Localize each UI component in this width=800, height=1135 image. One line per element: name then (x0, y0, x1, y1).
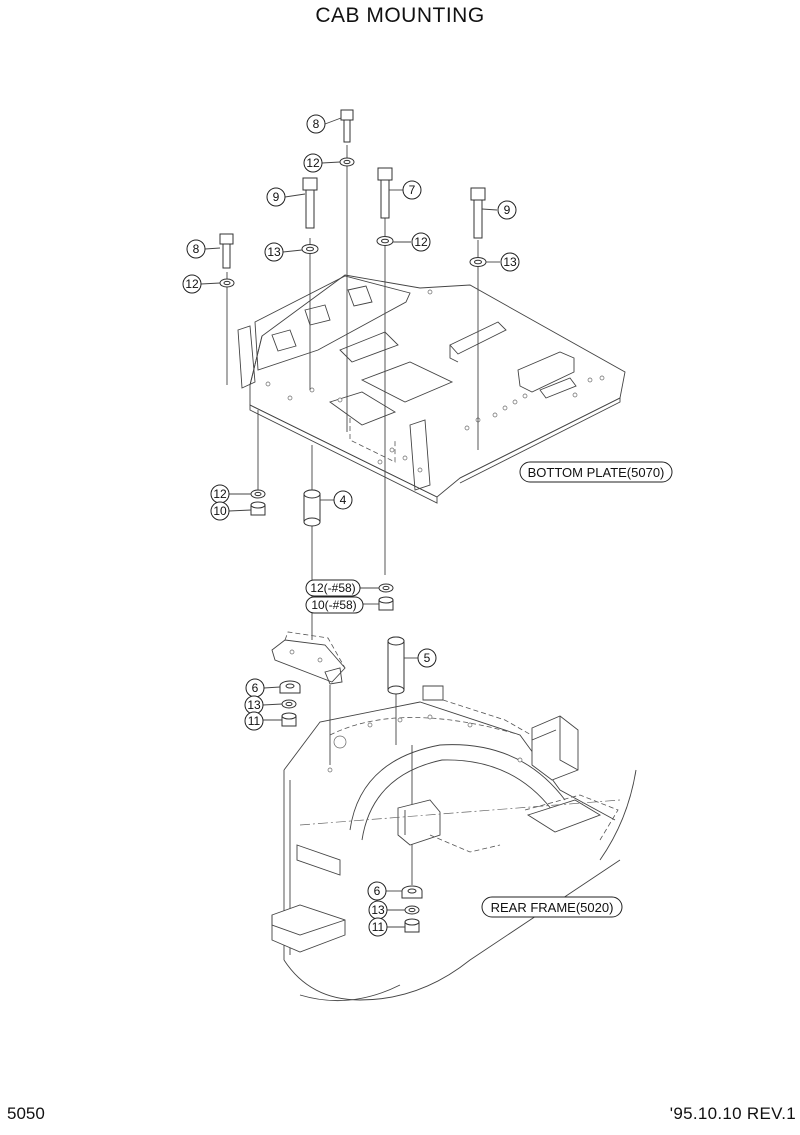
callout-6-right: 6 (367, 881, 387, 901)
callout-12-top: 12 (303, 153, 323, 173)
svg-text:9: 9 (273, 190, 280, 204)
bolt-7 (377, 167, 393, 219)
svg-text:12: 12 (306, 156, 320, 170)
callout-12-mid: 12 (210, 484, 230, 504)
callout-12-center: 12 (411, 232, 431, 252)
svg-text:7: 7 (409, 183, 416, 197)
rear-frame-label: REAR FRAME(5020) (481, 896, 623, 918)
svg-text:11: 11 (372, 920, 385, 934)
washer-nut-left (250, 489, 266, 516)
callout-6-left: 6 (245, 678, 265, 698)
spacer-4 (303, 489, 321, 527)
bolt-9-left (302, 177, 318, 229)
bottom-plate-label: BOTTOM PLATE(5070) (519, 461, 673, 483)
rear-frame (271, 685, 637, 1002)
svg-text:13: 13 (247, 698, 261, 712)
bolt-9-right (470, 187, 486, 239)
callout-13-top-left: 13 (264, 242, 284, 262)
svg-text:12: 12 (414, 235, 428, 249)
svg-text:8: 8 (193, 242, 200, 256)
spacer-5 (387, 636, 405, 695)
callout-12-left: 12 (182, 274, 202, 294)
page-title: CAB MOUNTING (315, 4, 485, 27)
callout-13-left: 13 (244, 695, 264, 715)
svg-text:REAR FRAME(5020): REAR FRAME(5020) (491, 900, 614, 915)
svg-text:8: 8 (313, 117, 320, 131)
svg-text:13: 13 (371, 903, 385, 917)
mount-bracket (271, 631, 346, 685)
callout-9-right: 9 (497, 200, 517, 220)
callout-11-left: 11 (244, 711, 264, 731)
bolt-8-left (219, 233, 234, 269)
callout-4: 4 (333, 490, 353, 510)
svg-text:9: 9 (504, 203, 511, 217)
callout-11-right: 11 (368, 917, 388, 937)
svg-text:12(-#58): 12(-#58) (310, 581, 355, 595)
mount-6-13-11-left (279, 680, 301, 727)
svg-text:13: 13 (503, 255, 517, 269)
svg-text:6: 6 (252, 681, 259, 695)
callout-9-left: 9 (266, 187, 286, 207)
svg-text:10(-#58): 10(-#58) (311, 598, 356, 612)
callout-8-left: 8 (186, 239, 206, 259)
svg-text:12: 12 (185, 277, 199, 291)
svg-text:6: 6 (374, 884, 381, 898)
washer-nut-center (378, 583, 394, 611)
callout-10-58: 10(-#58) (305, 596, 364, 614)
bolt-8-top (340, 109, 354, 143)
mount-6-13-11-right (401, 885, 423, 933)
revision-date: '95.10.10 REV.1 (669, 1104, 796, 1123)
page-number: 5050 (7, 1104, 45, 1123)
callout-8-top: 8 (306, 114, 326, 134)
callout-13-top-right: 13 (500, 252, 520, 272)
callout-5: 5 (417, 648, 437, 668)
svg-text:12: 12 (213, 487, 227, 501)
leader-lines (200, 117, 500, 928)
svg-text:10: 10 (213, 504, 227, 518)
washer-12-top (339, 157, 355, 167)
bottom-plate (237, 274, 626, 504)
svg-text:BOTTOM PLATE(5070): BOTTOM PLATE(5070) (528, 465, 665, 480)
svg-text:11: 11 (248, 714, 261, 728)
svg-text:13: 13 (267, 245, 281, 259)
svg-text:4: 4 (340, 493, 347, 507)
svg-text:5: 5 (424, 651, 431, 665)
callout-7: 7 (402, 180, 422, 200)
callout-10-mid: 10 (210, 501, 230, 521)
fastener-centerlines (226, 145, 479, 885)
callout-13-right: 13 (368, 900, 388, 920)
callout-12-58: 12(-#58) (305, 579, 361, 597)
